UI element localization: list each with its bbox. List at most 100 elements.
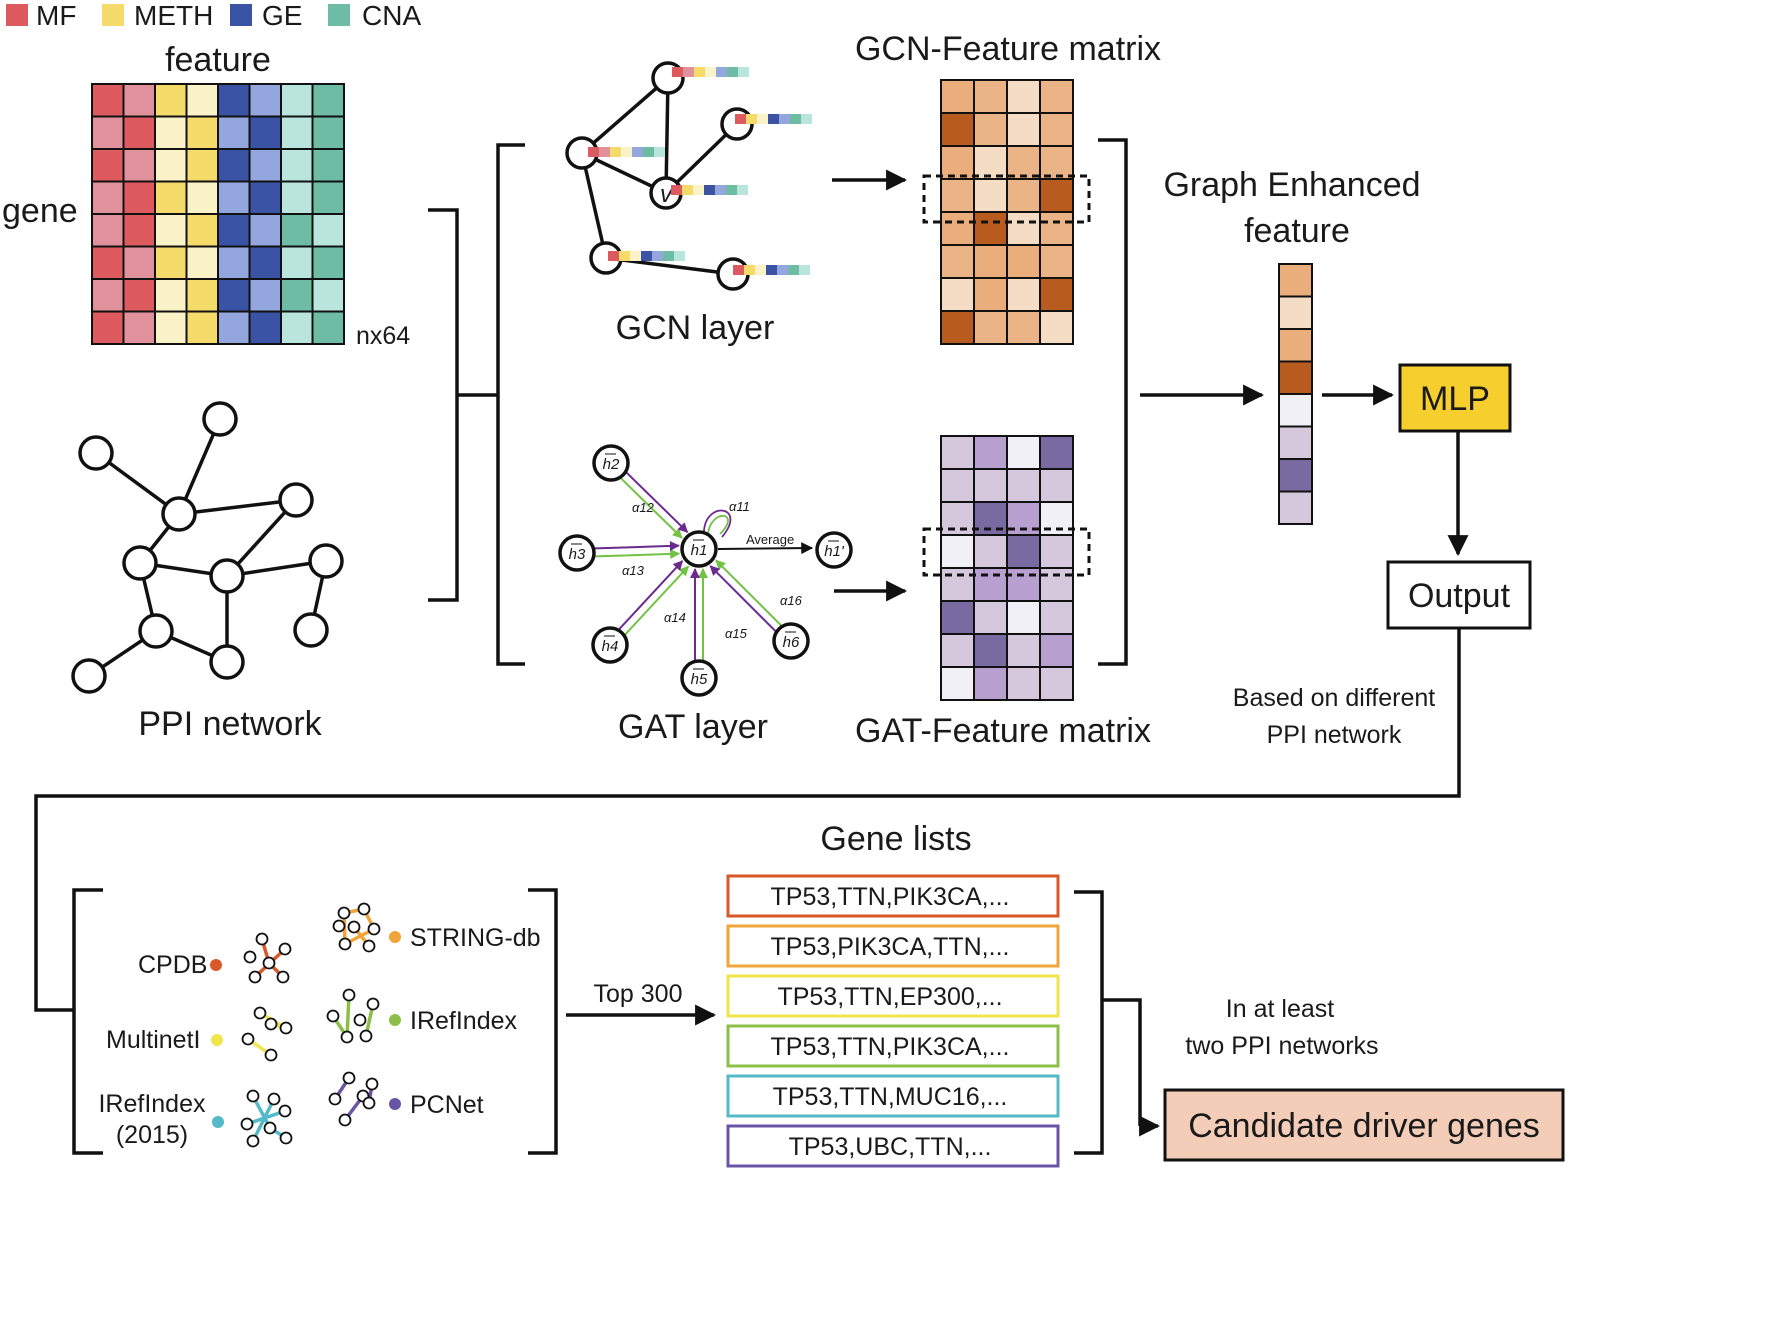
feature-cell bbox=[154, 245, 188, 280]
feature-cell bbox=[91, 245, 125, 280]
matrix-cell bbox=[1006, 244, 1041, 279]
feature-strip-cell bbox=[716, 67, 727, 77]
feature-cell bbox=[91, 180, 125, 215]
matrix-cell bbox=[940, 277, 975, 312]
matrix-cell bbox=[973, 534, 1008, 569]
feature-cell bbox=[154, 278, 188, 313]
gene-list-box bbox=[726, 874, 1060, 918]
feature-strip-cell bbox=[777, 265, 788, 275]
network-dot-string bbox=[389, 931, 401, 943]
feature-matrix bbox=[91, 83, 345, 345]
gcn-selected-row-marker bbox=[922, 174, 1091, 224]
matrix-cell bbox=[940, 435, 975, 470]
note-different-line1: Based on different bbox=[1233, 684, 1436, 712]
gene-label: gene bbox=[2, 192, 78, 230]
feature-cell bbox=[217, 278, 251, 313]
feature-cell bbox=[280, 83, 314, 118]
feature-cell bbox=[154, 180, 188, 215]
matrix-cell bbox=[940, 633, 975, 668]
legend-label-ge: GE bbox=[262, 0, 302, 31]
matrix-cell bbox=[940, 468, 975, 503]
network-dot-irefindex bbox=[389, 1014, 401, 1026]
ppi-network-label: PPI network bbox=[138, 705, 322, 743]
feature-cell bbox=[217, 148, 251, 183]
matrix-cell bbox=[1039, 145, 1074, 180]
matrix-cell bbox=[973, 600, 1008, 635]
feature-cell bbox=[185, 213, 219, 248]
gcn-layer-label: GCN layer bbox=[616, 309, 775, 347]
matrix-cell bbox=[940, 112, 975, 147]
network-label-pcnet: PCNet bbox=[410, 1091, 484, 1119]
feature-cell bbox=[311, 180, 345, 215]
feature-cell bbox=[248, 310, 282, 345]
feature-strip-cell bbox=[715, 185, 726, 195]
feature-cell bbox=[122, 148, 156, 183]
network-label-string: STRING-db bbox=[410, 924, 541, 952]
network-dot-multinet bbox=[211, 1034, 223, 1046]
matrix-cell bbox=[1039, 178, 1074, 213]
matrix-cell bbox=[1039, 666, 1074, 701]
feature-cell bbox=[311, 213, 345, 248]
feature-cell bbox=[185, 245, 219, 280]
feature-cell bbox=[91, 148, 125, 183]
graph-enhanced-feature-vector bbox=[1278, 263, 1313, 525]
top-300-label: Top 300 bbox=[594, 980, 683, 1008]
feature-cell bbox=[91, 213, 125, 248]
gcn-layer-graph: v bbox=[565, 61, 754, 291]
gat-feature-matrix bbox=[940, 435, 1074, 701]
matrix-cell bbox=[940, 666, 975, 701]
feature-cell bbox=[122, 278, 156, 313]
matrix-cell bbox=[940, 211, 975, 246]
feature-cell bbox=[185, 148, 219, 183]
matrix-cell bbox=[973, 633, 1008, 668]
matrix-cell bbox=[1039, 79, 1074, 114]
gat-attention-coefficient: α15 bbox=[725, 626, 748, 641]
matrix-cell bbox=[1006, 468, 1041, 503]
matrix-cell bbox=[1006, 633, 1041, 668]
candidate-driver-genes-box: Candidate driver genes bbox=[1163, 1088, 1565, 1162]
feature-strip-cell bbox=[652, 251, 663, 261]
matrix-cell bbox=[1039, 567, 1074, 602]
feature-strip-cell bbox=[757, 114, 768, 124]
feature-cell bbox=[280, 245, 314, 280]
matrix-cell bbox=[1039, 310, 1074, 345]
legend: MF METH GE CNA bbox=[6, 0, 421, 31]
feature-strip-cell bbox=[599, 147, 610, 157]
matrix-size-label: nx64 bbox=[356, 322, 410, 350]
gcn-feature-strips bbox=[588, 67, 812, 275]
feature-strip-cell bbox=[726, 185, 737, 195]
matrix-cell bbox=[1006, 112, 1041, 147]
gene-list-text: TP53,PIK3CA,TTN,... bbox=[771, 933, 1010, 961]
feature-strip-cell bbox=[727, 67, 738, 77]
network-dot-pcnet bbox=[389, 1098, 401, 1110]
gene-list-text: TP53,TTN,MUC16,... bbox=[773, 1083, 1008, 1111]
layers-bracket bbox=[496, 143, 525, 666]
enhanced-cell bbox=[1278, 328, 1313, 363]
gat-node-label: h1' bbox=[824, 543, 845, 560]
matrix-cell bbox=[1006, 600, 1041, 635]
matrix-cell bbox=[1039, 534, 1074, 569]
feature-strip-cell bbox=[744, 265, 755, 275]
note-atleast-line1: In at least bbox=[1226, 995, 1334, 1023]
gene-list-box bbox=[726, 974, 1060, 1018]
gene-list-box bbox=[726, 1124, 1060, 1168]
feature-strip-cell bbox=[694, 67, 705, 77]
feature-strip-cell bbox=[630, 251, 641, 261]
matrix-cell bbox=[973, 79, 1008, 114]
feature-strip-cell bbox=[672, 67, 683, 77]
legend-swatch-mf bbox=[6, 4, 28, 26]
feature-strip-cell bbox=[643, 147, 654, 157]
feature-cell bbox=[217, 213, 251, 248]
feature-cell bbox=[311, 148, 345, 183]
legend-label-cna: CNA bbox=[362, 0, 421, 31]
matrix-cell bbox=[1006, 277, 1041, 312]
feature-strip-cell bbox=[632, 147, 643, 157]
feature-strip-cell bbox=[788, 265, 799, 275]
matrix-cell bbox=[973, 112, 1008, 147]
feature-cell bbox=[248, 115, 282, 150]
matrix-cell bbox=[1006, 310, 1041, 345]
matrix-cell bbox=[973, 178, 1008, 213]
gat-attention-coefficient: α12 bbox=[632, 500, 655, 515]
